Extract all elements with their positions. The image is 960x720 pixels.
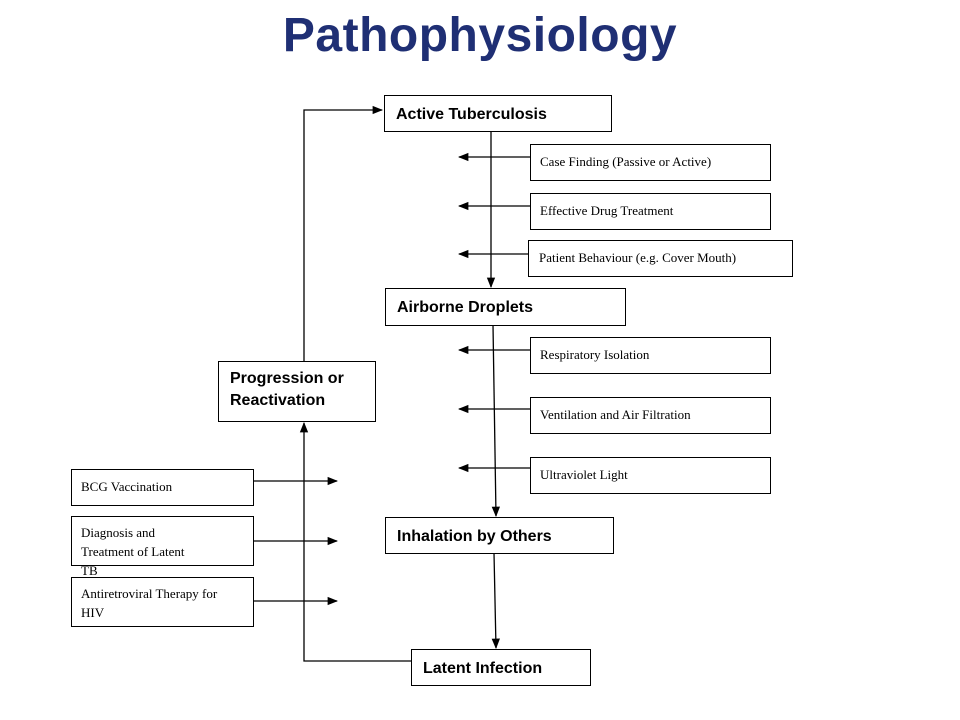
node-progression-or-reactivation: Progression or Reactivation — [218, 361, 376, 422]
intervention-latent-tb-treatment: Diagnosis and Treatment of Latent TB — [71, 516, 254, 578]
node-inhalation-by-others: Inhalation by Others — [385, 517, 614, 554]
arrow-inhalation-to-latent — [491, 552, 500, 650]
arrow-progression-to-active — [303, 105, 384, 361]
intervention-ultraviolet-light: Ultraviolet Light — [530, 457, 771, 494]
node-latent-infection: Latent Infection — [411, 649, 591, 686]
arrow-latent-to-progression — [299, 421, 411, 662]
intervention-patient-behaviour: Patient Behaviour (e.g. Cover Mouth) — [528, 240, 793, 277]
node-airborne-droplets: Airborne Droplets — [385, 288, 626, 326]
node-active-tuberculosis: Active Tuberculosis — [384, 95, 612, 132]
intervention-drug-treatment: Effective Drug Treatment — [530, 193, 771, 230]
arrow-airborne-to-inhalation — [491, 324, 501, 518]
intervention-ventilation: Ventilation and Air Filtration — [530, 397, 771, 434]
page-title: Pathophysiology — [282, 9, 678, 62]
intervention-antiretroviral-therapy: Antiretroviral Therapy for HIV — [71, 577, 254, 627]
intervention-bcg-vaccination: BCG Vaccination — [71, 469, 254, 506]
intervention-case-finding: Case Finding (Passive or Active) — [530, 144, 771, 181]
intervention-respiratory-isolation: Respiratory Isolation — [530, 337, 771, 374]
